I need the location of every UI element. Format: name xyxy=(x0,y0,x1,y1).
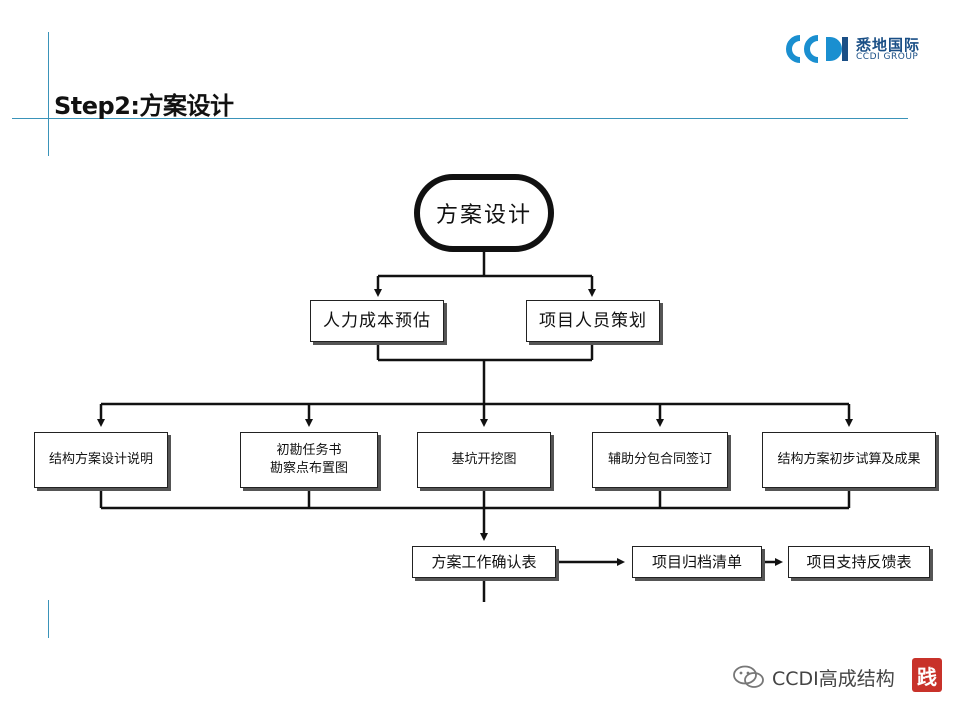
node-excavation-plan-label: 基坑开挖图 xyxy=(451,452,517,468)
node-survey-task-line1: 初勘任务书 xyxy=(276,443,342,459)
node-preliminary-calculation: 结构方案初步试算及成果 xyxy=(762,432,936,488)
node-scheme-description-label: 结构方案设计说明 xyxy=(48,452,153,468)
ccdi-logo-icon xyxy=(786,35,848,63)
left-accent-line-bottom xyxy=(48,600,49,638)
header-rule xyxy=(12,118,908,119)
wechat-watermark: CCDI高成结构 xyxy=(732,662,895,692)
seal-stamp: 践 xyxy=(912,658,942,692)
wechat-icon xyxy=(733,665,764,688)
node-staff-planning: 项目人员策划 xyxy=(526,300,660,342)
node-archive-list: 项目归档清单 xyxy=(632,546,762,578)
node-labor-cost-estimate: 人力成本预估 xyxy=(310,300,444,342)
logo-name-cn: 悉地国际 xyxy=(856,36,921,54)
left-accent-line-top xyxy=(48,32,49,156)
node-subcontract-signing: 辅助分包合同签订 xyxy=(592,432,728,488)
node-scheme-description: 结构方案设计说明 xyxy=(34,432,168,488)
node-subcontract-signing-label: 辅助分包合同签订 xyxy=(607,452,712,468)
node-survey-task-line2: 勘察点布置图 xyxy=(269,461,348,476)
company-logo: 悉地国际 CCDI GROUP xyxy=(786,32,926,66)
node-start: 方案设计 xyxy=(414,174,554,252)
page-title: Step2:方案设计 xyxy=(54,92,234,120)
logo-name-en: CCDI GROUP xyxy=(856,52,919,62)
node-confirmation-form: 方案工作确认表 xyxy=(412,546,556,578)
node-feedback-form: 项目支持反馈表 xyxy=(788,546,930,578)
node-excavation-plan: 基坑开挖图 xyxy=(417,432,551,488)
node-survey-task: 初勘任务书 勘察点布置图 xyxy=(240,432,378,488)
watermark-text: CCDI高成结构 xyxy=(772,667,895,690)
node-preliminary-calculation-label: 结构方案初步试算及成果 xyxy=(777,452,921,468)
